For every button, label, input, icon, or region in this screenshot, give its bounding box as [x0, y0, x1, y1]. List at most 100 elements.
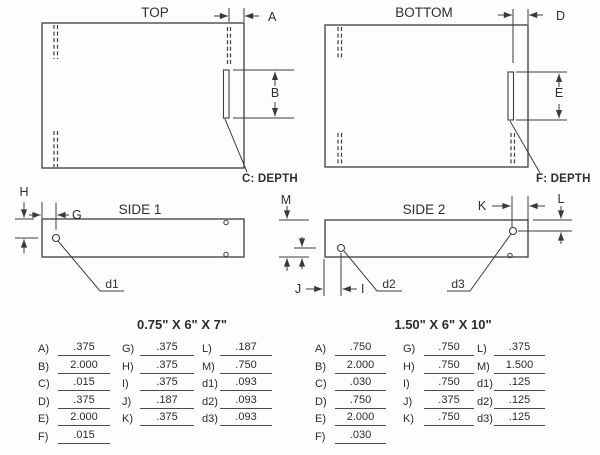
- spec-label: L): [202, 343, 212, 355]
- spec-label: C): [38, 378, 50, 391]
- spec-label: E): [315, 413, 326, 426]
- dim-i: [340, 253, 357, 296]
- spec-value: .750: [424, 376, 474, 392]
- hole-label-d2: d2: [382, 277, 396, 291]
- spec-row: A).750: [315, 341, 386, 356]
- spec-value: .375: [140, 376, 194, 392]
- bottom-view-slot: [507, 71, 515, 121]
- spec-value: .030: [335, 429, 386, 444]
- spec-value: 2.000: [335, 359, 386, 374]
- spec-label: d2): [477, 395, 493, 408]
- spec-label: M): [202, 360, 215, 373]
- spec-value: .750: [424, 411, 474, 427]
- spec-value: .030: [335, 376, 386, 392]
- spec-label: D): [315, 395, 327, 408]
- spec-label: d1): [202, 378, 218, 391]
- spec-value: .093: [220, 394, 272, 409]
- side2-view: SIDE 2 M J I K L d2 d3: [279, 192, 572, 296]
- spec-row: d1).125: [477, 376, 545, 392]
- spec-value: .187: [140, 394, 194, 409]
- side1-edge-hole-top: [223, 219, 229, 226]
- spec-label: A): [38, 343, 49, 355]
- spec-value: .015: [58, 376, 110, 392]
- bottom-view-hidden-lines: [337, 27, 516, 166]
- spec-value: .015: [58, 429, 110, 444]
- spec-value: .375: [140, 359, 194, 374]
- technical-drawing: TOP A B C: DEPTH BOTTOM D E F:: [15, 5, 590, 296]
- spec-label: K): [122, 413, 133, 426]
- side2-hole-d2: [336, 243, 346, 253]
- side1-outline: [41, 218, 245, 258]
- spec-row: K) .750: [403, 411, 474, 427]
- spec-row: F) .030: [315, 429, 386, 444]
- dim-label-h: H: [19, 185, 28, 199]
- spec-row: B) 2.000: [315, 359, 386, 374]
- spec-value: .750: [335, 394, 386, 409]
- spec-row: D) .750: [315, 394, 386, 409]
- spec-label: J): [403, 395, 413, 408]
- side2-outline: [324, 219, 529, 258]
- spec-row: E)2.000: [315, 411, 386, 427]
- dim-h: [15, 202, 38, 253]
- spec-label: d1): [477, 378, 493, 391]
- spec-row: K) .375: [122, 411, 194, 427]
- dim-j: [306, 259, 325, 296]
- dim-a: [214, 8, 259, 22]
- leader-d3: [447, 233, 512, 292]
- spec-label: B): [315, 360, 326, 373]
- spec-label: d3): [202, 413, 218, 426]
- spec-row: G) .375: [122, 341, 194, 356]
- top-view-hidden-lines: [53, 25, 232, 167]
- dim-label-g: G: [72, 208, 82, 222]
- spec-row: F) .015: [38, 429, 110, 444]
- spec-row: I) .375: [122, 376, 194, 392]
- hole-label-d1: d1: [105, 277, 119, 291]
- depth-leader-c: [224, 118, 248, 173]
- top-view-slot: [222, 69, 230, 119]
- dim-label-k: K: [478, 199, 487, 213]
- spec-value: .125: [494, 394, 545, 409]
- spec-label: F): [38, 430, 49, 443]
- spec-label: D): [38, 395, 50, 408]
- spec-label: K): [403, 413, 414, 426]
- spec-value: .093: [220, 376, 272, 392]
- spec-value: .750: [424, 341, 474, 356]
- spec-table-title: 1.50" X 6" X 10": [394, 317, 492, 332]
- spec-value: 1.500: [494, 359, 545, 374]
- depth-label-c: C: DEPTH: [242, 173, 298, 185]
- spec-row: M) 1.500: [477, 359, 545, 374]
- side2-edge-hole-bottom: [507, 252, 513, 259]
- spec-row: L).375: [477, 341, 545, 356]
- spec-label: L): [477, 343, 487, 355]
- spec-label: d2): [202, 395, 218, 408]
- spec-label: F): [315, 430, 326, 443]
- dim-label-d: D: [556, 9, 565, 23]
- spec-label: I): [403, 378, 410, 391]
- spec-label: M): [477, 360, 490, 373]
- spec-label: J): [122, 395, 132, 408]
- dim-label-i: I: [361, 282, 364, 296]
- depth-leader-f: [509, 120, 541, 174]
- spec-value: .375: [58, 394, 110, 409]
- spec-value: .375: [140, 341, 194, 356]
- bottom-view-title: BOTTOM: [395, 5, 453, 20]
- spec-row: d3).093: [202, 411, 272, 427]
- spec-value: .187: [220, 341, 272, 356]
- side1-view-title: SIDE 1: [119, 202, 162, 217]
- spec-row: d2).093: [202, 394, 272, 409]
- hole-label-d3: d3: [451, 277, 465, 291]
- spec-label: G): [403, 343, 416, 355]
- spec-label: H): [122, 360, 134, 373]
- spec-value: .375: [140, 411, 194, 427]
- leader-d1: [57, 240, 124, 292]
- spec-label: G): [122, 343, 135, 355]
- spec-value: 2.000: [58, 359, 110, 374]
- spec-label: B): [38, 360, 49, 373]
- spec-label: I): [122, 378, 129, 391]
- side1-view: SIDE 1 H G d1: [15, 185, 245, 292]
